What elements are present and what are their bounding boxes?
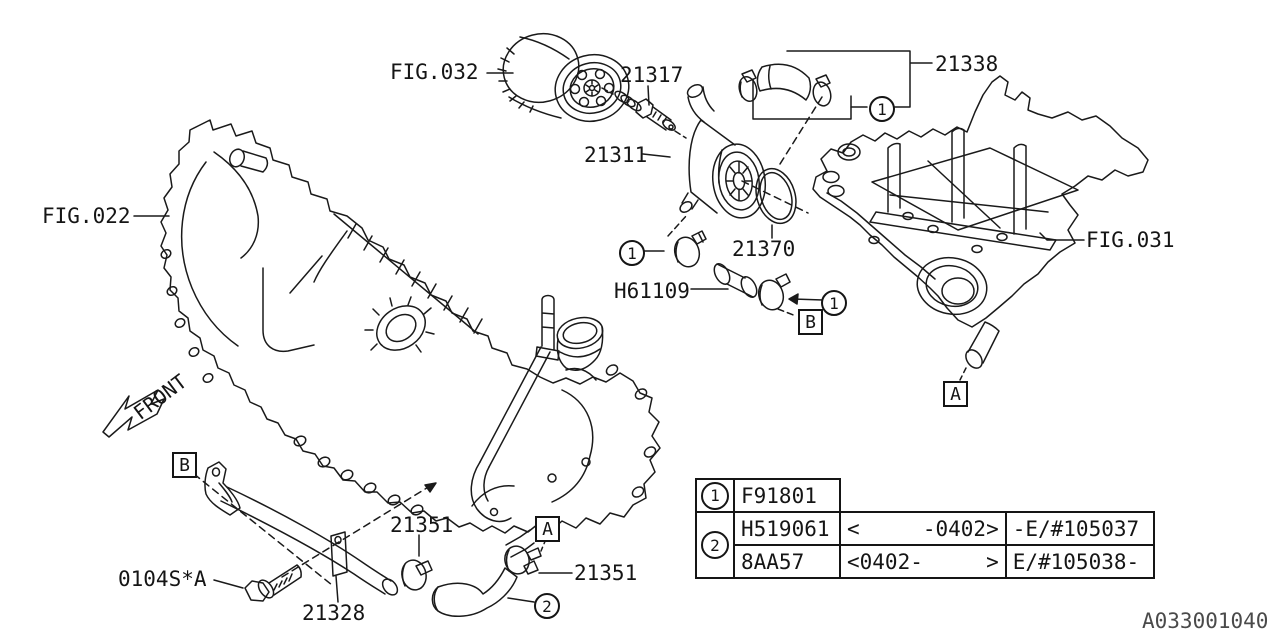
part-h61109-label: H61109 <box>614 279 690 303</box>
part-21351-right-label: 21351 <box>574 561 638 585</box>
callout-circle-1-left: 1 <box>619 240 645 266</box>
fig022-label: FIG.022 <box>42 204 131 228</box>
oil-filter-drawing <box>497 32 630 123</box>
table-row: 2 H519061 < -0402> -E/#105037 <box>695 511 1155 579</box>
h61109-row-drawing <box>642 214 824 317</box>
serial-cell: E/#105038- <box>1004 544 1155 579</box>
ref-cell: 1 <box>695 478 735 513</box>
timing-cover-drawing <box>160 119 661 534</box>
circle-1-badge: 1 <box>701 481 729 510</box>
part-21311-label: 21311 <box>584 143 648 167</box>
fig032-label: FIG.032 <box>390 60 479 84</box>
front-arrow <box>102 389 165 438</box>
oil-cooler-drawing <box>642 84 767 219</box>
ref-cell: 2 <box>695 511 735 579</box>
o-ring-drawing <box>741 167 809 239</box>
callout-box-a-lower: A <box>535 516 560 542</box>
oil-pan-drawing <box>812 75 1149 381</box>
table-row: 1 F91801 <box>695 478 1154 513</box>
serial-cell: -E/#105037 <box>1004 511 1155 546</box>
part-21351-left-label: 21351 <box>390 513 454 537</box>
drawing-number: A033001040 <box>1142 609 1269 633</box>
callout-box-b-upper: B <box>798 309 823 335</box>
serial-cell-empty <box>1006 479 1154 512</box>
part-cell: 8AA57 <box>733 544 841 579</box>
callout-circle-2: 2 <box>534 593 560 619</box>
callout-box-a-right: A <box>943 381 968 407</box>
part-21370-label: 21370 <box>732 237 796 261</box>
water-pipe-drawing <box>193 461 573 617</box>
fig031-label: FIG.031 <box>1086 228 1175 252</box>
part-cell: F91801 <box>733 478 841 513</box>
part-21338-label: 21338 <box>935 52 999 76</box>
range-cell: < -0402> <box>839 511 1007 546</box>
range-cell: <0402- > <box>839 544 1007 579</box>
hose-assembly-drawing <box>738 50 933 165</box>
part-cell: H519061 <box>733 511 841 546</box>
part-21328-label: 21328 <box>302 601 366 625</box>
table-row: 8AA57 <0402- > E/#105038- <box>696 544 1155 579</box>
circle-2-badge: 2 <box>701 531 729 559</box>
callout-box-b-lower: B <box>172 452 197 478</box>
leader-lines <box>133 72 514 217</box>
reference-table: 1 F91801 2 H519061 < -0402> -E/#105037 8… <box>695 478 1155 579</box>
connector-drawing <box>601 85 687 139</box>
callout-circle-1-top: 1 <box>869 96 895 122</box>
part-0104s-label: 0104S*A <box>118 567 207 591</box>
callout-circle-1-right: 1 <box>821 290 847 316</box>
range-cell-empty <box>840 479 1006 512</box>
part-21317-label: 21317 <box>620 63 684 87</box>
